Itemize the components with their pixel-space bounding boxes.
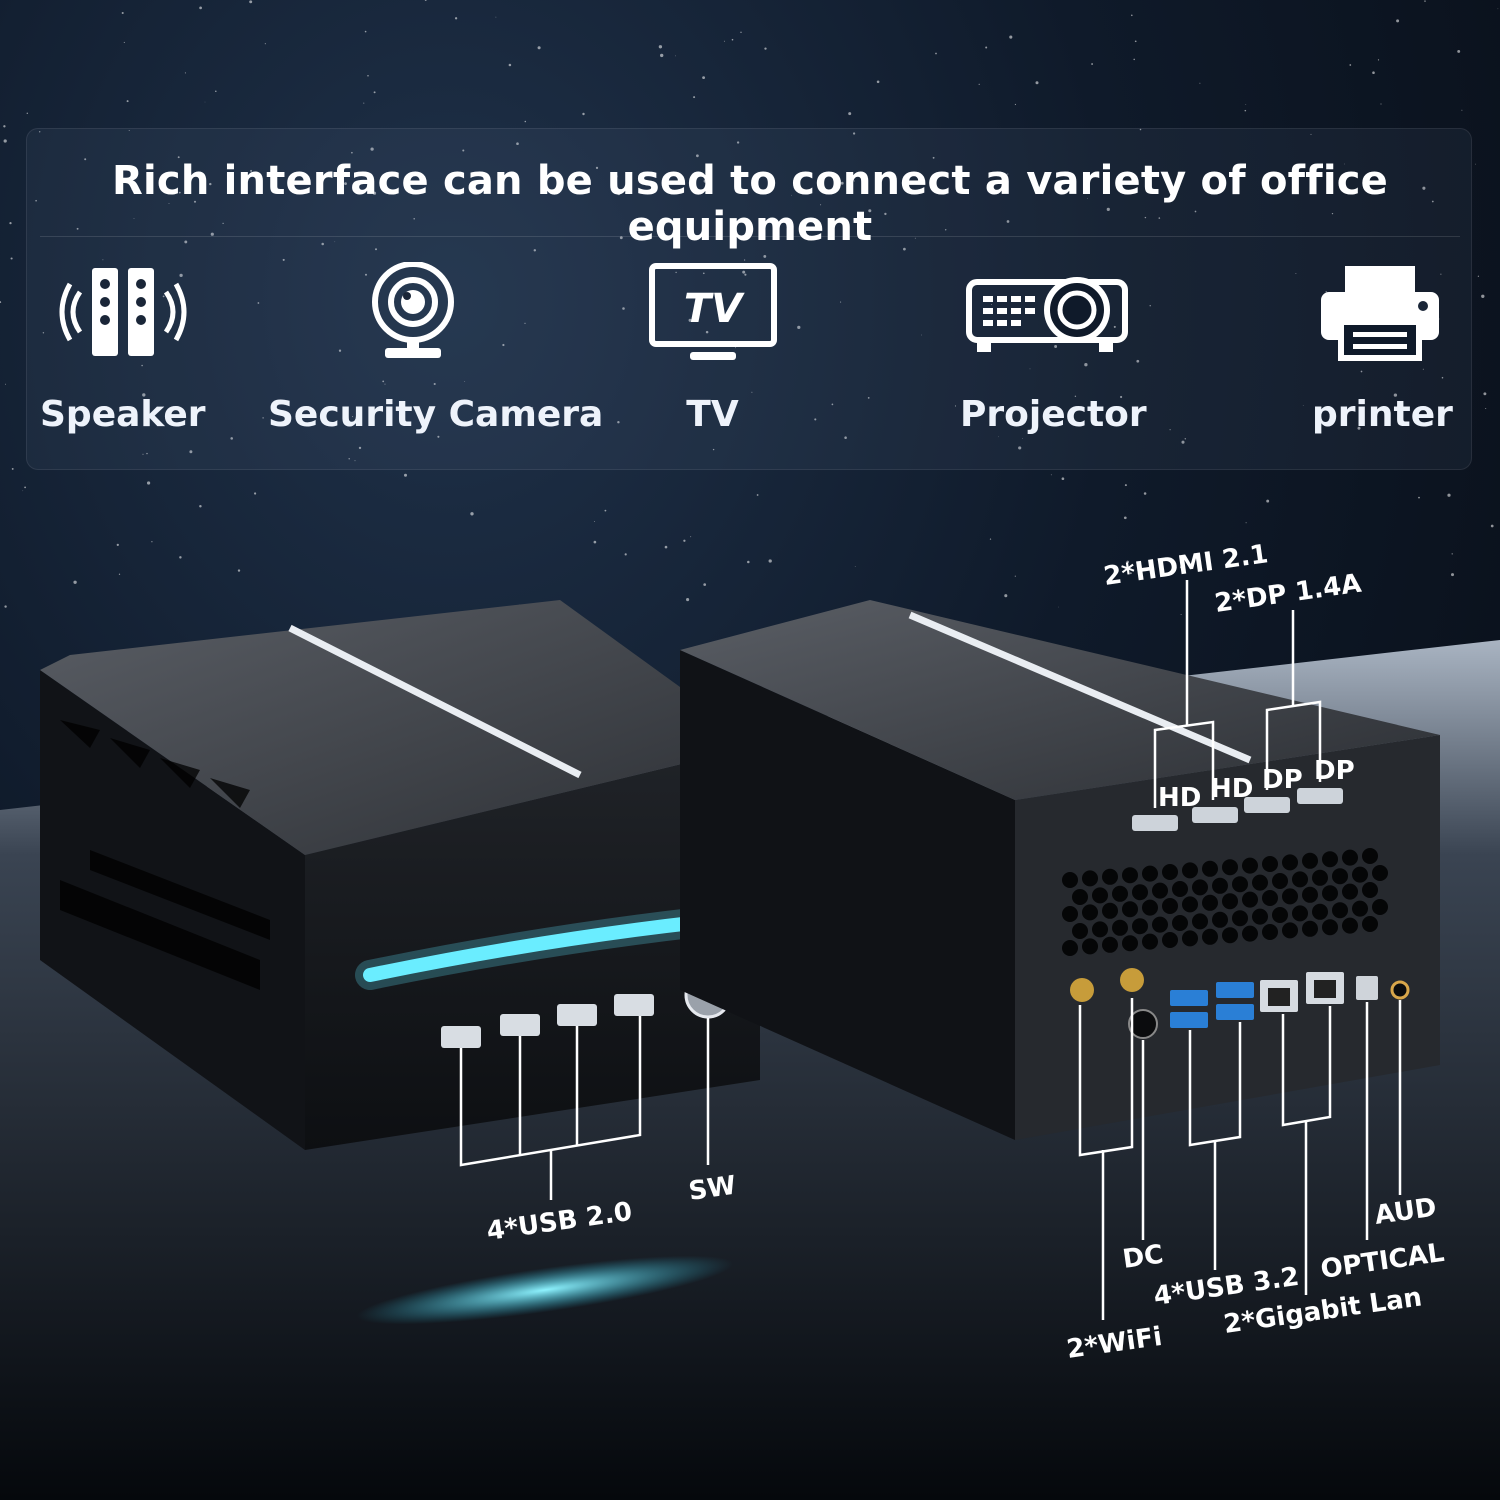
audio-jack: [1390, 980, 1410, 1000]
mini-pc-rear: HD HD DP DP: [680, 600, 1440, 1140]
rear-callout-lines: [1078, 580, 1402, 1320]
tv-screen-text: TV: [683, 286, 744, 332]
front-callout-lines: [459, 1016, 710, 1200]
device-tv: TV TV: [640, 262, 785, 435]
rear-lan-ports: [1260, 972, 1344, 1012]
device-printer: printer: [1312, 262, 1453, 435]
interface-panel: [26, 128, 1472, 470]
device-security-camera: Security Camera: [268, 261, 604, 435]
printer-icon: [1321, 266, 1439, 361]
led-light-bar: [363, 915, 707, 982]
rear-hdmi-ports: HD HD: [1132, 774, 1253, 831]
device-label-printer: printer: [1312, 394, 1453, 435]
device-label-tv: TV: [686, 394, 739, 435]
optical-port: [1356, 976, 1378, 1000]
device-projector: Projector: [960, 262, 1147, 435]
front-usb-ports: [441, 994, 654, 1048]
tv-icon: TV: [648, 263, 777, 360]
glow-reflection: [356, 1255, 734, 1325]
product-scene: HD HD DP DP 4*USB 2.0 SW: [0, 539, 1500, 1500]
device-label-projector: Projector: [960, 394, 1147, 435]
callout-dc: DC: [1121, 1240, 1165, 1275]
panel-divider: [40, 236, 1460, 237]
device-label-security-camera: Security Camera: [268, 394, 604, 435]
device-speaker: Speaker: [40, 262, 206, 435]
callout-switch: SW: [687, 1171, 738, 1207]
dc-jack: [1128, 1009, 1158, 1039]
callout-dp: 2*DP 1.4A: [1213, 569, 1363, 619]
rear-antennas: [1070, 968, 1144, 1002]
device-label-speaker: Speaker: [40, 394, 206, 435]
mini-pc-front: [40, 600, 760, 1150]
dp-port-tag-1: DP: [1262, 765, 1303, 795]
headline: Rich interface can be used to connect a …: [112, 158, 1388, 250]
rear-usb-ports: [1170, 982, 1254, 1028]
hdmi-port-tag-1: HD: [1158, 783, 1201, 813]
camera-icon: [372, 261, 454, 358]
speaker-icon: [59, 268, 186, 356]
projector-icon: [966, 277, 1128, 352]
